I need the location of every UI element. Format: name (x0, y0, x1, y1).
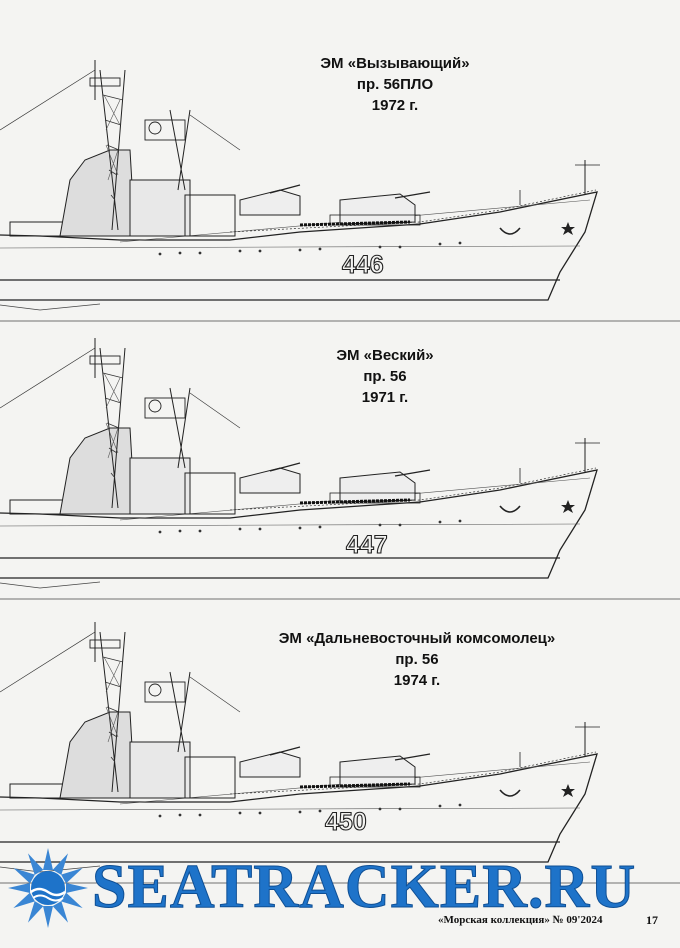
hull-number-1: 446 (342, 251, 384, 279)
ship-title: ЭМ «Вызывающий» (320, 55, 470, 72)
ship-project: пр. 56 (395, 651, 439, 668)
hull-number-2: 447 (346, 531, 388, 559)
ship-title: ЭМ «Веский» (336, 347, 434, 364)
ship-caption-2: ЭМ «Веский» пр. 56 1971 г. (310, 345, 460, 408)
ship-year: 1972 г. (371, 97, 419, 114)
ship-caption-3: ЭМ «Дальневосточный комсомолец» пр. 56 1… (252, 628, 582, 691)
ship-year: 1971 г. (361, 389, 409, 406)
watermark-text: SEATRACKER.RU (91, 853, 637, 921)
ship-project: пр. 56 (363, 368, 407, 385)
ship-year: 1974 г. (393, 672, 441, 689)
magazine-footer: «Морская коллекция» № 09'2024 (438, 914, 603, 926)
page-number: 17 (646, 913, 658, 927)
ship-project: пр. 56ПЛО (356, 76, 434, 93)
ship-title: ЭМ «Дальневосточный комсомолец» (278, 630, 556, 647)
sun-burst-icon (8, 848, 88, 928)
ship-caption-1: ЭМ «Вызывающий» пр. 56ПЛО 1972 г. (300, 53, 490, 116)
hull-number-3: 450 (325, 808, 367, 836)
